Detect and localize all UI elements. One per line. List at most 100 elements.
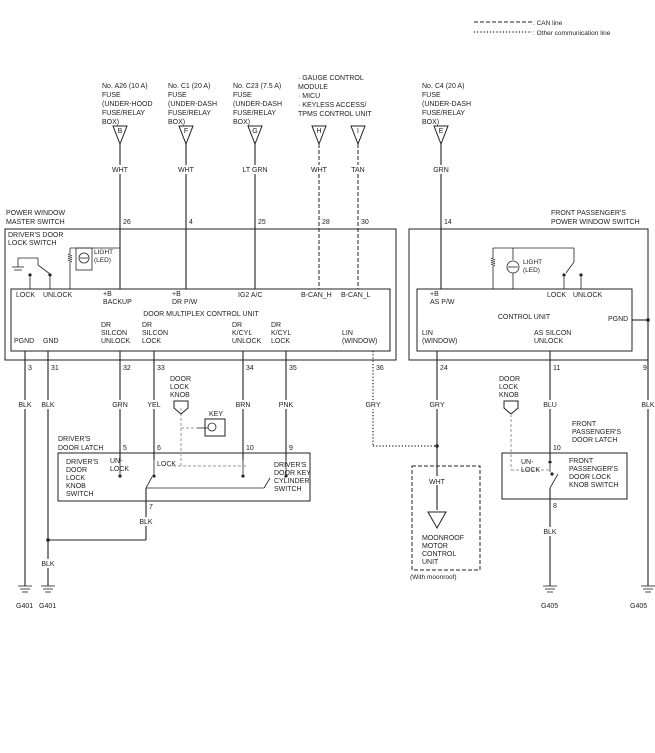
fuse-a26-label: No. A26 (10 A) FUSE (UNDER-HOOD FUSE/REL…	[102, 83, 153, 126]
svg-text:14: 14	[444, 219, 452, 226]
svg-text:(UNDER-HOOD: (UNDER-HOOD	[102, 101, 153, 108]
svg-text:BLK: BLK	[139, 519, 153, 526]
svg-text:DOOR LATCH: DOOR LATCH	[58, 445, 103, 452]
svg-text:6: 6	[157, 445, 161, 452]
svg-text:(WINDOW): (WINDOW)	[342, 338, 377, 345]
svg-text:F: F	[184, 128, 188, 135]
svg-text:G405: G405	[541, 603, 558, 610]
svg-text:DRIVER'S DOOR: DRIVER'S DOOR	[8, 232, 63, 239]
svg-text:3: 3	[28, 365, 32, 372]
svg-text:B-CAN_L: B-CAN_L	[341, 292, 371, 299]
passenger-unlock-label: UNLOCK	[573, 292, 603, 299]
svg-text:No. C4 (20 A): No. C4 (20 A)	[422, 83, 464, 90]
connector-b: B	[112, 125, 128, 146]
svg-text:E: E	[439, 128, 444, 135]
passenger-switch: FRONT PASSENGER'S POWER WINDOW SWITCH LI…	[408, 210, 650, 361]
svg-text:UNLOCK: UNLOCK	[534, 338, 564, 345]
fuse-c23-label: No. C23 (7.5 A) FUSE (UNDER-DASH FUSE/RE…	[233, 83, 282, 126]
svg-text:FUSE: FUSE	[422, 92, 441, 99]
top-wires	[119, 144, 442, 289]
svg-text:BOX): BOX)	[422, 119, 439, 126]
svg-text:WHT: WHT	[429, 479, 446, 486]
svg-text:PASSENGER'S: PASSENGER'S	[572, 429, 621, 436]
svg-text:UNIT: UNIT	[422, 559, 439, 566]
svg-text:DR: DR	[101, 322, 111, 329]
svg-text:DOOR KEY: DOOR KEY	[274, 470, 311, 477]
master-wire-colors: BLK BLK GRN YEL BRN PNK GRY	[15, 400, 384, 409]
svg-text:LIN: LIN	[342, 330, 353, 337]
svg-text:BLK: BLK	[41, 561, 55, 568]
svg-text:BLK: BLK	[641, 402, 655, 409]
svg-text:G405: G405	[630, 603, 647, 610]
svg-text:No. A26 (10 A): No. A26 (10 A)	[102, 83, 148, 90]
svg-text:FUSE: FUSE	[233, 92, 252, 99]
svg-text:DRIVER'S: DRIVER'S	[66, 459, 99, 466]
svg-text:5: 5	[123, 445, 127, 452]
svg-text:31: 31	[51, 365, 59, 372]
svg-text:MODULE: MODULE	[298, 84, 328, 91]
svg-text:FRONT PASSENGER'S: FRONT PASSENGER'S	[551, 210, 626, 217]
svg-text:WHT: WHT	[178, 167, 195, 174]
svg-text:B-CAN_H: B-CAN_H	[301, 292, 332, 299]
connector-g: G	[247, 125, 263, 146]
svg-text:WHT: WHT	[311, 167, 328, 174]
svg-text:GRY: GRY	[429, 402, 444, 409]
svg-text:DOOR: DOOR	[170, 376, 191, 383]
svg-text:LOCK: LOCK	[499, 384, 518, 391]
svg-text:KNOB SWITCH: KNOB SWITCH	[569, 482, 618, 489]
svg-text:UNLOCK: UNLOCK	[101, 338, 131, 345]
passenger-light-label: LIGHT	[523, 259, 542, 266]
svg-text:BACKUP: BACKUP	[103, 299, 132, 306]
svg-text:CONTROL: CONTROL	[422, 551, 456, 558]
svg-text:FUSE: FUSE	[102, 92, 121, 99]
svg-text:DR: DR	[232, 322, 242, 329]
svg-text:10: 10	[553, 445, 561, 452]
svg-text:BOX): BOX)	[168, 119, 185, 126]
svg-text:36: 36	[376, 365, 384, 372]
svg-text:(With moonroof): (With moonroof)	[410, 574, 457, 581]
svg-text:LOCK: LOCK	[170, 384, 189, 391]
svg-text:(UNDER-DASH: (UNDER-DASH	[422, 101, 471, 108]
svg-text:4: 4	[189, 219, 193, 226]
svg-text:G401: G401	[39, 603, 56, 610]
passenger-wire-colors: GRY BLU BLK	[426, 400, 655, 409]
master-pin-numbers: 3 31 32 33 34 35 36	[28, 365, 384, 372]
svg-text:GRY: GRY	[365, 402, 380, 409]
svg-text:GRN: GRN	[112, 402, 128, 409]
passenger-lock-label: LOCK	[547, 292, 566, 299]
svg-text:POWER WINDOW: POWER WINDOW	[6, 210, 65, 217]
svg-text:DRIVER'S: DRIVER'S	[58, 436, 91, 443]
svg-text:SILCON: SILCON	[142, 330, 168, 337]
svg-text:LOCK: LOCK	[521, 467, 540, 474]
svg-text:K/CYL: K/CYL	[232, 330, 252, 337]
svg-text:35: 35	[289, 365, 297, 372]
master-lock-label: LOCK	[16, 292, 35, 299]
svg-text:24: 24	[440, 365, 448, 372]
svg-text:(LED): (LED)	[94, 257, 111, 264]
svg-text:UN-: UN-	[110, 458, 123, 465]
svg-text:No. C1 (20 A): No. C1 (20 A)	[168, 83, 210, 90]
svg-text:LOCK: LOCK	[142, 338, 161, 345]
svg-text:SILCON: SILCON	[101, 330, 127, 337]
svg-text:7: 7	[149, 504, 153, 511]
svg-text:TAN: TAN	[351, 167, 364, 174]
svg-text:B: B	[118, 128, 123, 135]
svg-text:+B: +B	[103, 291, 112, 298]
svg-text:FUSE/RELAY: FUSE/RELAY	[102, 110, 145, 117]
svg-text:SWITCH: SWITCH	[66, 491, 94, 498]
svg-text:(WINDOW): (WINDOW)	[422, 338, 457, 345]
svg-text:(UNDER-DASH: (UNDER-DASH	[233, 101, 282, 108]
passenger-pin-numbers: 24 11 9	[440, 365, 647, 372]
connector-i: I	[350, 125, 366, 146]
svg-text:I: I	[357, 128, 359, 135]
svg-text:LIN: LIN	[422, 330, 433, 337]
svg-text:BLK: BLK	[543, 529, 557, 536]
svg-text:BLK: BLK	[18, 402, 32, 409]
svg-text:LOCK: LOCK	[271, 338, 290, 345]
svg-text:IG2 A/C: IG2 A/C	[238, 292, 263, 299]
fuse-c4-label: No. C4 (20 A) FUSE (UNDER-DASH FUSE/RELA…	[422, 83, 471, 126]
svg-text:K/CYL: K/CYL	[271, 330, 291, 337]
svg-text:34: 34	[246, 365, 254, 372]
svg-text:30: 30	[361, 219, 369, 226]
svg-text:BOX): BOX)	[102, 119, 119, 126]
